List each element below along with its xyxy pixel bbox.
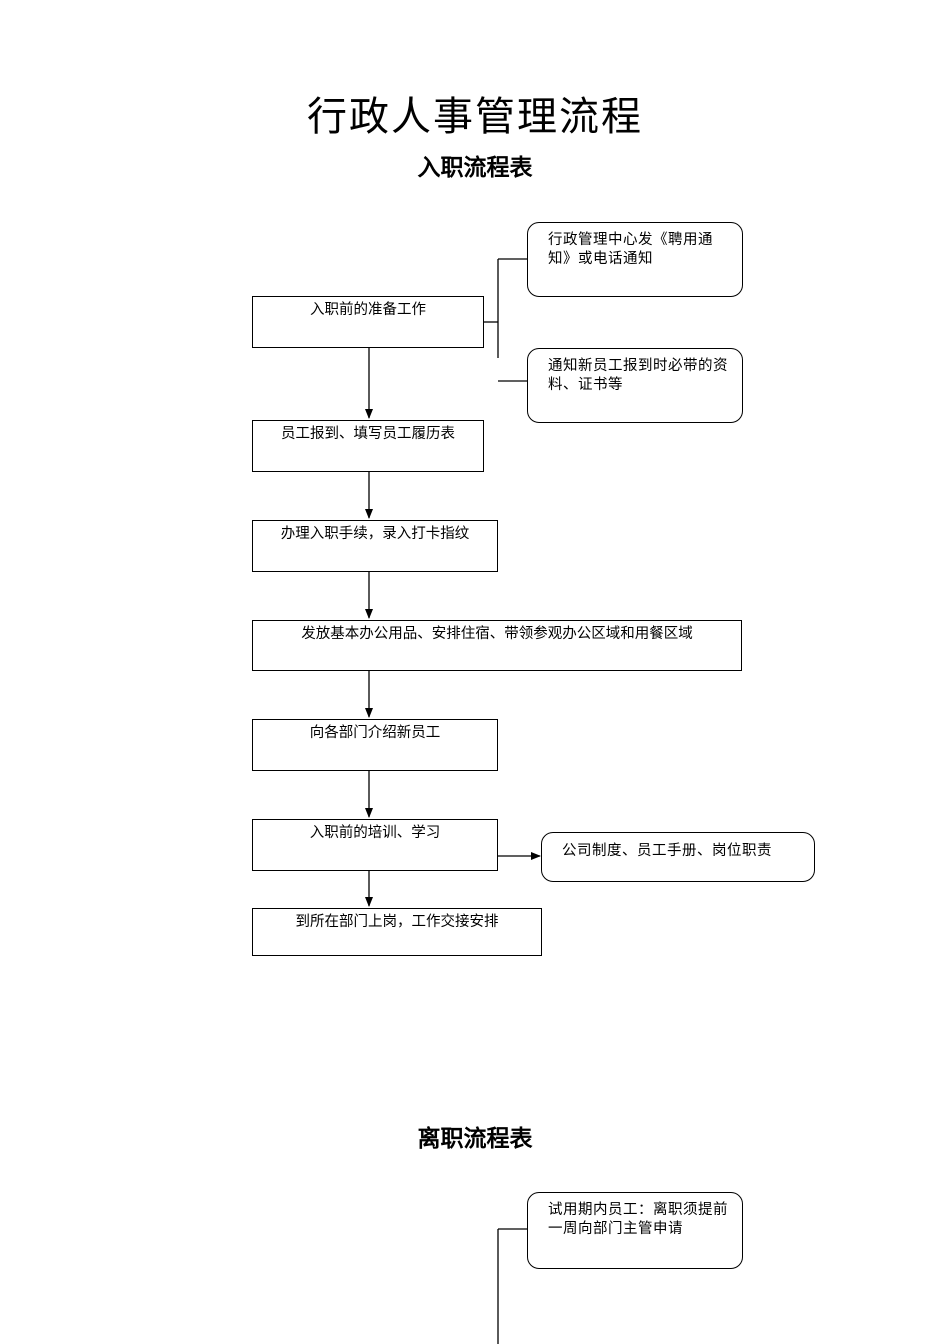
offboarding-heading: 离职流程表 (417, 1125, 533, 1152)
note-company-policies: 公司制度、员工手册、岗位职责 (541, 832, 815, 882)
step-report-to-department: 到所在部门上岗，工作交接安排 (252, 908, 542, 956)
step-entry-procedures: 办理入职手续，录入打卡指纹 (252, 520, 498, 572)
step-report-fill-resume: 员工报到、填写员工履历表 (252, 420, 484, 472)
step-introduce-employee: 向各部门介绍新员工 (252, 719, 498, 771)
note-required-documents: 通知新员工报到时必带的资料、证书等 (527, 348, 743, 423)
step-office-supplies: 发放基本办公用品、安排住宿、带领参观办公区域和用餐区域 (252, 620, 742, 671)
step-training: 入职前的培训、学习 (252, 819, 498, 871)
note-probation-resignation: 试用期内员工：离职须提前一周向部门主管申请 (527, 1192, 743, 1269)
note-hiring-notice: 行政管理中心发《聘用通知》或电话通知 (527, 222, 743, 297)
onboarding-heading: 入职流程表 (417, 154, 533, 181)
page-title: 行政人事管理流程 (307, 94, 643, 140)
step-preparation: 入职前的准备工作 (252, 296, 484, 348)
